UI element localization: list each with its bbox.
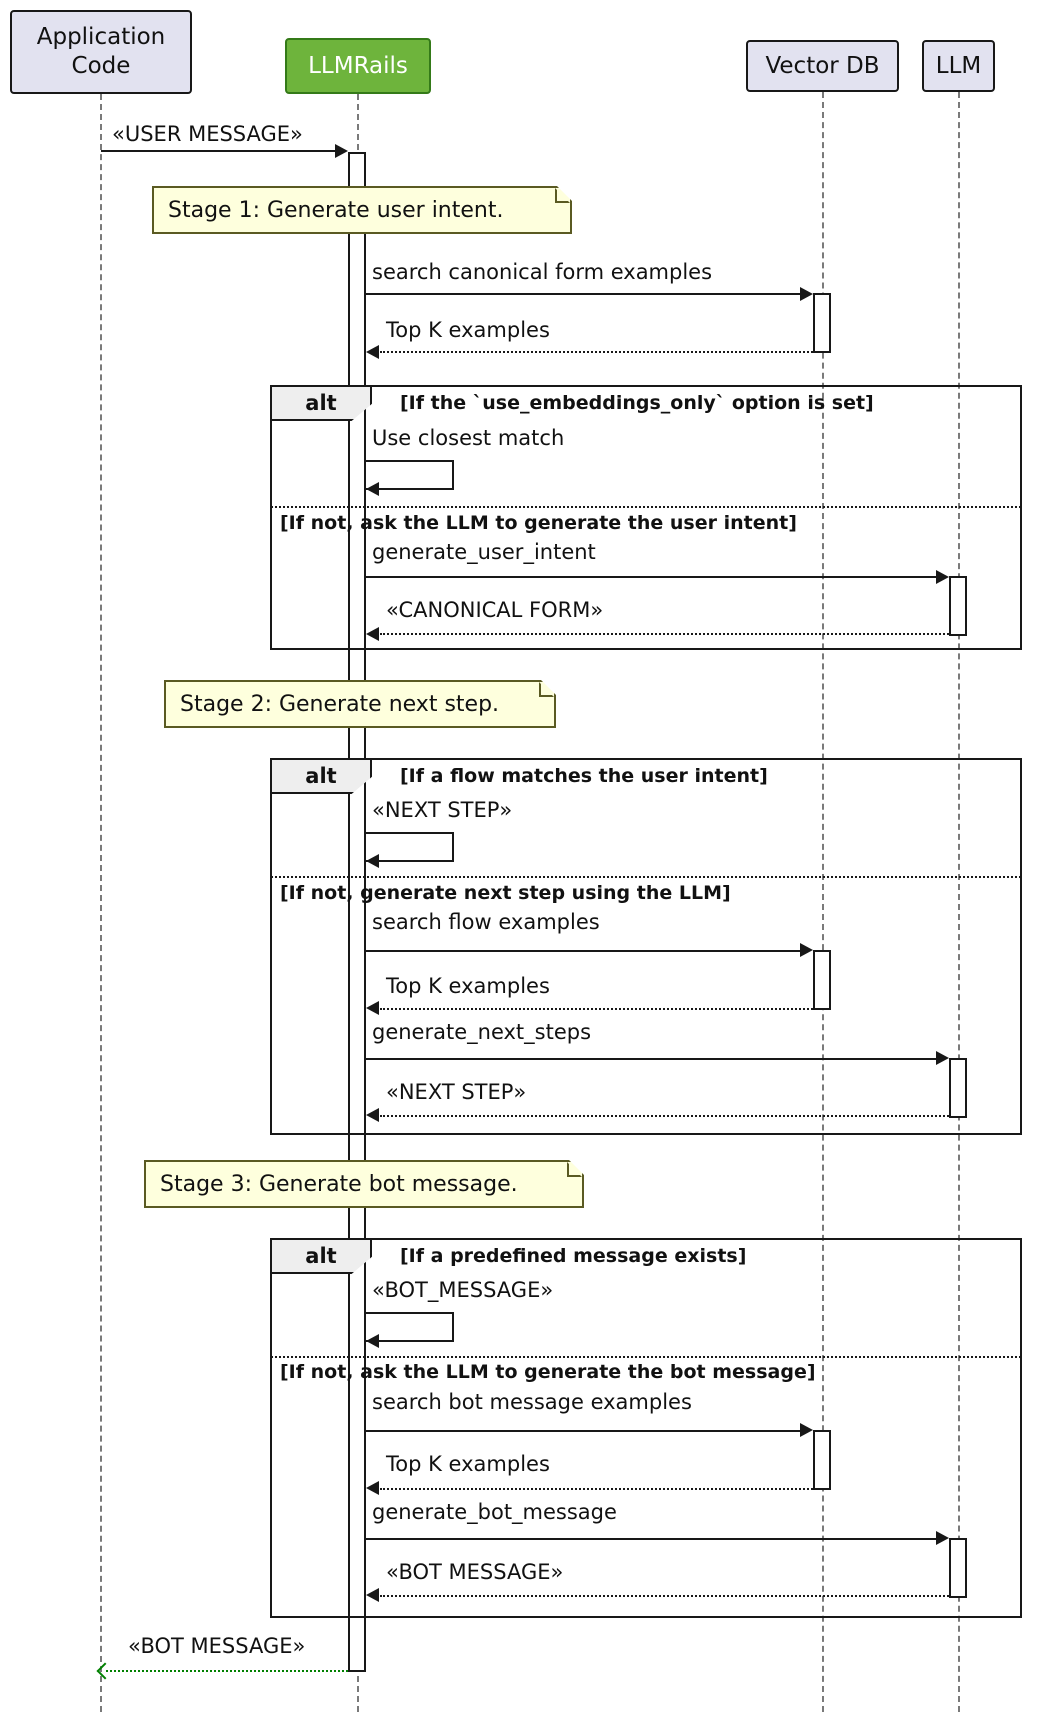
- message-label-user-message: «USER MESSAGE»: [112, 122, 303, 146]
- participant-llm: LLM: [922, 40, 995, 92]
- participant-application-code: Application Code: [10, 10, 192, 94]
- return-label-next-step: «NEXT STEP»: [386, 1080, 527, 1104]
- arrowhead-left-icon: [366, 482, 379, 496]
- alt-guard-2: [If a flow matches the user intent]: [400, 765, 768, 787]
- return-label-top-k-2: Top K examples: [386, 974, 550, 998]
- note-fold-icon: [539, 682, 554, 697]
- return-label-top-k-3: Top K examples: [386, 1452, 550, 1476]
- message-label-search-flow: search flow examples: [372, 910, 600, 934]
- arrowhead-right-icon: [936, 1051, 949, 1065]
- arrowhead-left-icon: [366, 854, 379, 868]
- arrowhead-left-icon: [366, 627, 379, 641]
- alt-fragment-2: alt: [270, 758, 1022, 1135]
- message-label-final-bot-message: «BOT MESSAGE»: [128, 1634, 306, 1658]
- message-line-search-flow: [366, 950, 800, 952]
- self-message-label-3: «BOT_MESSAGE»: [372, 1278, 554, 1302]
- alt-operator: alt: [270, 1238, 372, 1274]
- lifeline-vector-db: [822, 92, 824, 1712]
- self-message-label-1: Use closest match: [372, 426, 565, 450]
- message-line-search-bot-message: [366, 1430, 800, 1432]
- note-stage-2: Stage 2: Generate next step.: [164, 680, 556, 728]
- arrowhead-left-icon: [366, 1588, 379, 1602]
- note-text: Stage 3: Generate bot message.: [160, 1171, 518, 1197]
- arrowhead-left-icon: [366, 345, 379, 359]
- note-stage-3: Stage 3: Generate bot message.: [144, 1160, 584, 1208]
- message-line-generate-user-intent: [366, 576, 936, 578]
- activation-llm-1: [949, 576, 967, 636]
- alt-operator: alt: [270, 758, 372, 794]
- message-label-search-canonical: search canonical form examples: [372, 260, 713, 284]
- self-message-hook-2: [366, 832, 454, 862]
- message-label-generate-user-intent: generate_user_intent: [372, 540, 596, 564]
- else-divider-3: [271, 1356, 1021, 1358]
- message-line-search-canonical: [366, 293, 800, 295]
- return-line-top-k-3: [380, 1488, 813, 1490]
- self-message-label-2: «NEXT STEP»: [372, 798, 513, 822]
- arrowhead-left-icon: [366, 1001, 379, 1015]
- arrowhead-left-icon: [366, 1481, 379, 1495]
- arrowhead-right-icon: [800, 1423, 813, 1437]
- alt-operator: alt: [270, 385, 372, 421]
- message-line-generate-bot-message: [366, 1538, 936, 1540]
- return-line-bot-message: [380, 1595, 949, 1597]
- participant-vector-db: Vector DB: [746, 40, 899, 92]
- activation-vector-db-2: [813, 950, 831, 1010]
- arrowhead-right-icon: [936, 1531, 949, 1545]
- arrowhead-right-icon: [335, 144, 348, 158]
- else-divider-2: [271, 876, 1021, 878]
- arrowhead-left-icon: [366, 1108, 379, 1122]
- participant-label: LLMRails: [308, 52, 408, 79]
- message-label-generate-next-steps: generate_next_steps: [372, 1020, 592, 1044]
- arrowhead-right-icon: [800, 943, 813, 957]
- note-fold-icon: [555, 188, 570, 203]
- else-guard-2: [If not, generate next step using the LL…: [280, 882, 731, 904]
- return-line-final-bot-message: [106, 1670, 348, 1672]
- participant-label: Vector DB: [765, 52, 880, 79]
- note-text: Stage 1: Generate user intent.: [168, 197, 504, 223]
- alt-guard-3: [If a predefined message exists]: [400, 1245, 747, 1267]
- else-guard-3: [If not, ask the LLM to generate the bot…: [280, 1361, 816, 1383]
- message-line-generate-next-steps: [366, 1058, 936, 1060]
- activation-llmrails: [348, 152, 366, 1672]
- activation-vector-db-3: [813, 1430, 831, 1490]
- return-line-next-step: [380, 1115, 949, 1117]
- return-label-bot-message: «BOT MESSAGE»: [386, 1560, 564, 1584]
- lifeline-application-code: [100, 94, 102, 1712]
- participant-label: LLM: [935, 52, 982, 79]
- participant-label: Application Code: [36, 24, 166, 79]
- lifeline-llm: [958, 92, 960, 1712]
- return-line-top-k-1: [380, 351, 813, 353]
- activation-llm-3: [949, 1538, 967, 1598]
- alt-guard-1: [If the `use_embeddings_only` option is …: [400, 392, 874, 414]
- else-guard-1: [If not, ask the LLM to generate the use…: [280, 512, 797, 534]
- alt-fragment-1: alt: [270, 385, 1022, 650]
- note-stage-1: Stage 1: Generate user intent.: [152, 186, 572, 234]
- message-label-search-bot-message: search bot message examples: [372, 1390, 692, 1414]
- note-fold-icon: [567, 1162, 582, 1177]
- arrowhead-right-icon: [936, 570, 949, 584]
- return-line-top-k-2: [380, 1008, 813, 1010]
- arrowhead-right-icon: [800, 287, 813, 301]
- self-message-hook-3: [366, 1312, 454, 1342]
- participant-llmrails: LLMRails: [285, 38, 431, 94]
- else-divider-1: [271, 506, 1021, 508]
- alt-fragment-3: alt: [270, 1238, 1022, 1618]
- return-line-canonical-form: [380, 633, 949, 635]
- note-text: Stage 2: Generate next step.: [180, 691, 500, 717]
- message-label-generate-bot-message: generate_bot_message: [372, 1500, 617, 1524]
- arrowhead-left-icon: [366, 1334, 379, 1348]
- activation-vector-db-1: [813, 293, 831, 353]
- self-message-hook-1: [366, 460, 454, 490]
- return-label-canonical-form: «CANONICAL FORM»: [386, 598, 604, 622]
- message-label-top-k-1: Top K examples: [386, 318, 550, 342]
- message-line-user-message: [101, 150, 336, 152]
- activation-llm-2: [949, 1058, 967, 1118]
